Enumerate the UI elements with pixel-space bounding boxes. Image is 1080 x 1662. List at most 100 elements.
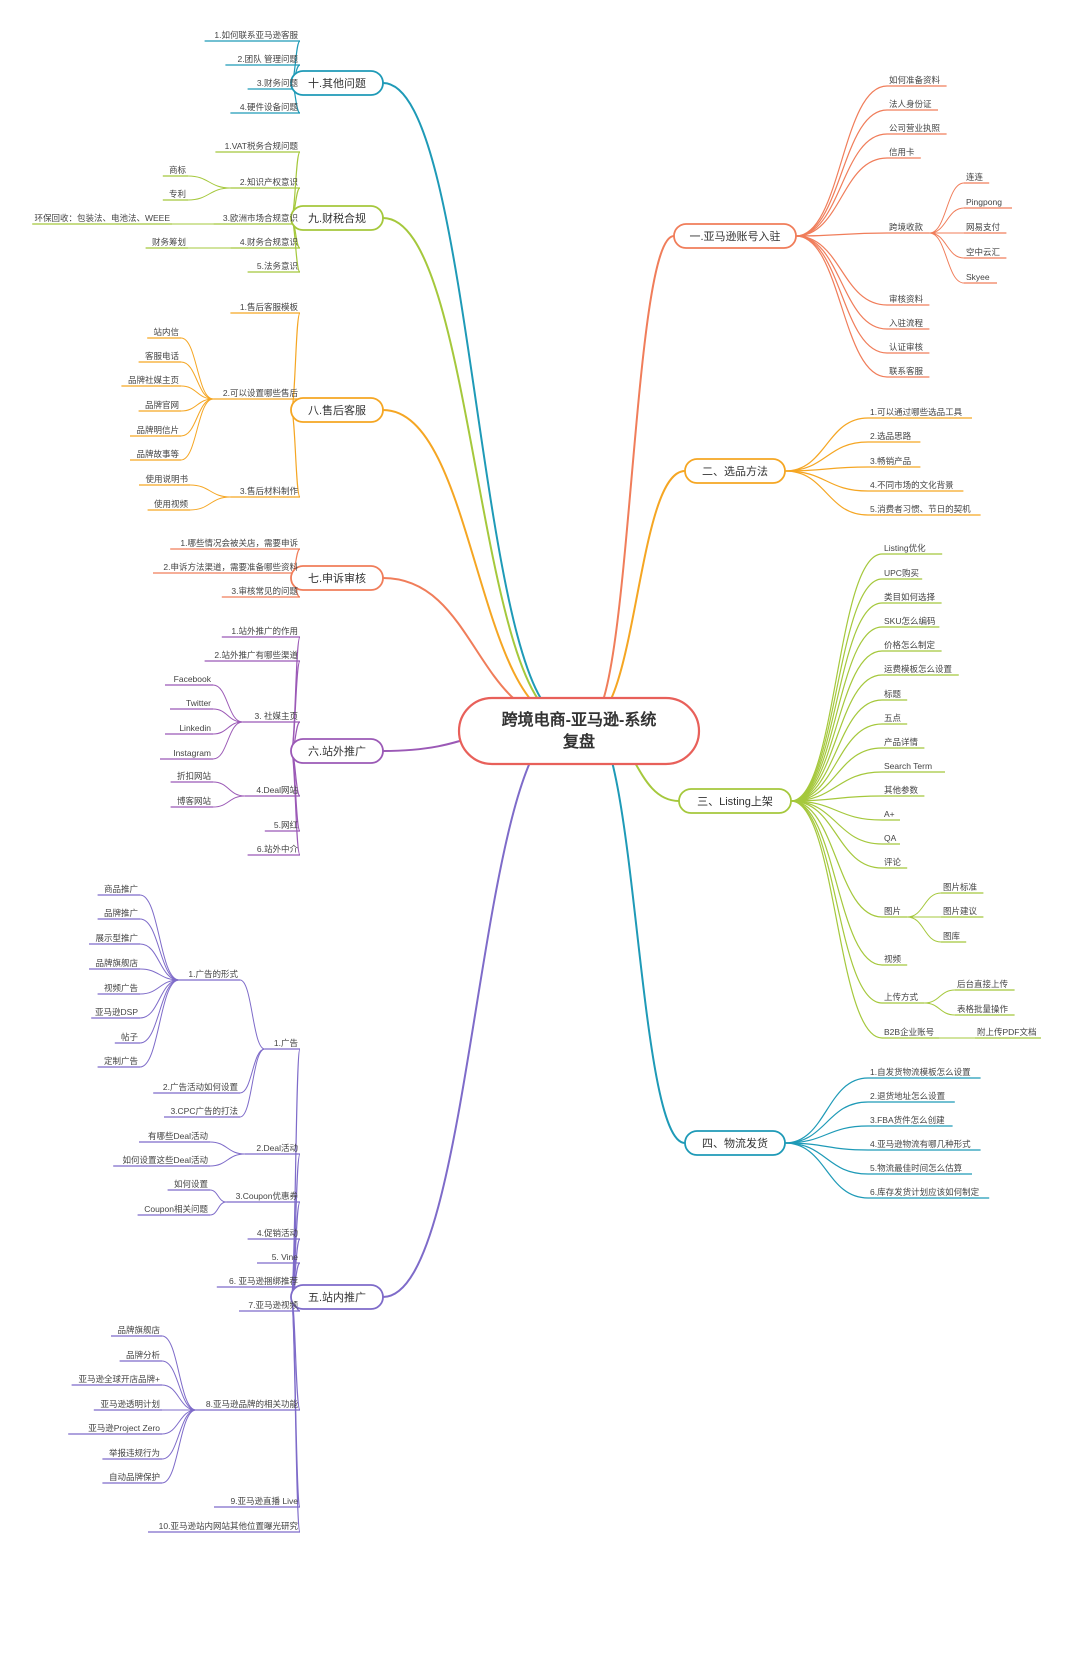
grandchild-node[interactable]: 站内信 — [153, 327, 179, 337]
grandchild-node[interactable]: 3.CPC广告的打法 — [170, 1106, 238, 1116]
child-node[interactable]: 2.申诉方法渠道，需要准备哪些资料 — [163, 562, 298, 572]
grandchild-node[interactable]: 图库 — [943, 931, 961, 941]
grandchild-node[interactable]: 亚马逊全球开店品牌+ — [79, 1374, 161, 1384]
branch-node-b1[interactable]: 一.亚马逊账号入驻 — [673, 223, 797, 249]
child-node[interactable]: 2.团队 管理问题 — [238, 54, 299, 64]
child-node[interactable]: 其他参数 — [884, 785, 919, 795]
grandchild-node[interactable]: 连连 — [966, 172, 984, 182]
child-node[interactable]: 3.欧洲市场合规意识 — [223, 213, 298, 223]
child-node[interactable]: Listing优化 — [884, 543, 926, 553]
leaf-node[interactable]: 商品推广 — [104, 884, 138, 894]
child-node[interactable]: 3.FBA货件怎么创建 — [870, 1115, 945, 1125]
child-node[interactable]: 2.退货地址怎么设置 — [870, 1091, 946, 1101]
grandchild-node[interactable]: 商标 — [169, 165, 187, 175]
branch-node-b2[interactable]: 二、选品方法 — [684, 458, 786, 484]
grandchild-node[interactable]: 品牌明信片 — [136, 425, 179, 435]
child-node[interactable]: 公司营业执照 — [889, 123, 941, 133]
child-node[interactable]: 2.可以设置哪些售后 — [223, 388, 299, 398]
leaf-node[interactable]: 定制广告 — [104, 1056, 138, 1066]
child-node[interactable]: 5.网红 — [274, 820, 299, 830]
child-node[interactable]: 5.物流最佳时间怎么估算 — [870, 1163, 963, 1173]
child-node[interactable]: SKU怎么编码 — [884, 616, 935, 626]
grandchild-node[interactable]: Twitter — [186, 698, 211, 708]
grandchild-node[interactable]: 客服电话 — [145, 351, 180, 361]
branch-node-b3[interactable]: 三、Listing上架 — [678, 788, 792, 814]
child-node[interactable]: B2B企业账号 — [884, 1027, 934, 1037]
child-node[interactable]: 1.自发货物流模板怎么设置 — [870, 1067, 971, 1077]
branch-node-b7[interactable]: 七.申诉审核 — [290, 565, 384, 591]
leaf-node[interactable]: 品牌旗舰店 — [95, 958, 138, 968]
grandchild-node[interactable]: Coupon相关问题 — [144, 1204, 208, 1214]
grandchild-node[interactable]: 品牌官网 — [145, 400, 179, 410]
child-node[interactable]: 4.促销活动 — [257, 1228, 299, 1238]
child-node[interactable]: 审核资料 — [889, 294, 924, 304]
child-node[interactable]: A+ — [884, 809, 895, 819]
branch-node-b5[interactable]: 五.站内推广 — [290, 1284, 384, 1310]
grandchild-node[interactable]: Skyee — [966, 272, 990, 282]
child-node[interactable]: 3.售后材料制作 — [240, 486, 299, 496]
child-node[interactable]: 8.亚马逊品牌的相关功能 — [206, 1399, 299, 1409]
child-node[interactable]: 价格怎么制定 — [884, 640, 936, 650]
child-node[interactable]: 五点 — [884, 713, 902, 723]
child-node[interactable]: 5. Vine — [272, 1252, 299, 1262]
child-node[interactable]: 2.知识产权意识 — [240, 177, 298, 187]
child-node[interactable]: 入驻流程 — [889, 318, 924, 328]
child-node[interactable]: 3.Coupon优惠券 — [236, 1191, 299, 1201]
grandchild-node[interactable]: 使用说明书 — [145, 474, 188, 484]
child-node[interactable]: 2.选品思路 — [870, 431, 912, 441]
grandchild-node[interactable]: 环保回收：包装法、电池法、WEEE — [34, 213, 170, 223]
leaf-node[interactable]: 展示型推广 — [95, 933, 138, 943]
child-node[interactable]: 3.财务问题 — [257, 78, 299, 88]
child-node[interactable]: 如何准备资料 — [889, 75, 941, 85]
grandchild-node[interactable]: 自动品牌保护 — [109, 1472, 160, 1482]
grandchild-node[interactable]: 举报违规行为 — [109, 1448, 160, 1458]
child-node[interactable]: 4.财务合规意识 — [240, 237, 298, 247]
child-node[interactable]: 视频 — [884, 954, 902, 964]
child-node[interactable]: 法人身份证 — [889, 99, 932, 109]
grandchild-node[interactable]: Facebook — [174, 674, 212, 684]
grandchild-node[interactable]: 折扣网站 — [177, 771, 212, 781]
grandchild-node[interactable]: 网易支付 — [966, 222, 1001, 232]
grandchild-node[interactable]: 图片建议 — [943, 906, 978, 916]
child-node[interactable]: 4.亚马逊物流有哪几种形式 — [870, 1139, 971, 1149]
branch-node-b4[interactable]: 四、物流发货 — [684, 1130, 786, 1156]
child-node[interactable]: 1.如何联系亚马逊客服 — [214, 30, 298, 40]
grandchild-node[interactable]: 2.广告活动如何设置 — [163, 1082, 239, 1092]
grandchild-node[interactable]: 表格批量操作 — [957, 1004, 1009, 1014]
grandchild-node[interactable]: 亚马逊Project Zero — [88, 1423, 160, 1433]
child-node[interactable]: UPC购买 — [884, 568, 919, 578]
grandchild-node[interactable]: 图片标准 — [943, 882, 978, 892]
child-node[interactable]: 7.亚马逊视频 — [248, 1300, 298, 1310]
child-node[interactable]: 1.哪些情况会被关店，需要申诉 — [180, 538, 298, 548]
child-node[interactable]: 图片 — [884, 906, 901, 916]
grandchild-node[interactable]: 后台直接上传 — [957, 979, 1009, 989]
child-node[interactable]: 评论 — [884, 857, 902, 867]
child-node[interactable]: 3.审核常见的问题 — [231, 586, 298, 596]
grandchild-node[interactable]: 如何设置这些Deal活动 — [123, 1155, 209, 1165]
child-node[interactable]: QA — [884, 833, 897, 843]
grandchild-node[interactable]: 使用视频 — [154, 499, 189, 509]
child-node[interactable]: 1.广告 — [274, 1038, 298, 1048]
grandchild-node[interactable]: 品牌分析 — [126, 1350, 161, 1360]
child-node[interactable]: 6. 亚马逊捆绑推荐 — [229, 1276, 298, 1286]
grandchild-node[interactable]: 空中云汇 — [966, 247, 1001, 257]
child-node[interactable]: 6.库存发货计划应该如何制定 — [870, 1187, 980, 1197]
child-node[interactable]: 3.畅销产品 — [870, 456, 911, 466]
leaf-node[interactable]: 品牌推广 — [104, 908, 138, 918]
child-node[interactable]: Search Term — [884, 761, 932, 771]
child-node[interactable]: 2.站外推广有哪些渠道 — [214, 650, 298, 660]
child-node[interactable]: 1.售后客服模板 — [240, 302, 299, 312]
child-node[interactable]: 5.法务意识 — [257, 261, 298, 271]
child-node[interactable]: 10.亚马逊站内网站其他位置曝光研究 — [159, 1521, 299, 1531]
branch-node-b6[interactable]: 六.站外推广 — [290, 738, 384, 764]
branch-node-b9[interactable]: 九.财税合规 — [290, 205, 384, 231]
grandchild-node[interactable]: 品牌社媒主页 — [128, 375, 179, 385]
grandchild-node[interactable]: 博客网站 — [177, 796, 212, 806]
grandchild-node[interactable]: 财务筹划 — [152, 237, 186, 247]
branch-node-b10[interactable]: 十.其他问题 — [290, 70, 384, 96]
child-node[interactable]: 3. 社媒主页 — [255, 711, 298, 721]
child-node[interactable]: 4.Deal网站 — [256, 785, 298, 795]
child-node[interactable]: 6.站外中介 — [257, 844, 299, 854]
grandchild-node[interactable]: 附上传PDF文档 — [977, 1027, 1037, 1037]
child-node[interactable]: 上传方式 — [884, 992, 919, 1002]
